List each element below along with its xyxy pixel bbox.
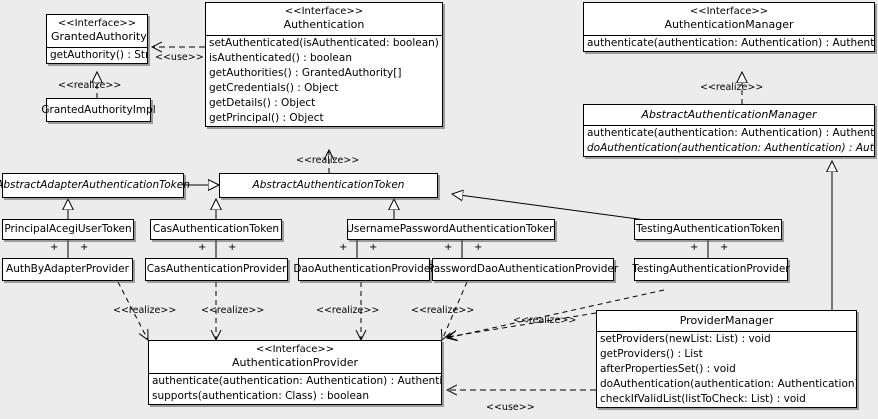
class-authentication[interactable]: <<Interface>> Authentication setAuthenti… (205, 2, 443, 127)
class-name-label: PrincipalAcegiUserToken (4, 223, 132, 235)
association-multiplicity-marker: + (50, 242, 59, 253)
class-dao-authentication-provider[interactable]: DaoAuthenticationProvider (293, 258, 435, 281)
class-name-label: AbstractAuthenticationManager (641, 108, 817, 121)
link-testingauthenticationtoken-extends-abstracttoken (452, 194, 661, 223)
class-name-label: GrantedAuthority (51, 30, 147, 43)
class-name-label: TestingAuthenticationToken (636, 223, 780, 235)
operation-row: getProviders() : List (600, 348, 703, 360)
class-authentication-provider[interactable]: <<Interface>> AuthenticationProvider aut… (148, 340, 442, 405)
class-name-label: GrantedAuthorityImpl (41, 103, 156, 116)
realize-label-testing: <<realize>> (513, 315, 577, 326)
association-multiplicity-marker: + (720, 242, 729, 253)
class-name-label: CasAuthenticationProvider (146, 263, 287, 275)
operation-row: setProviders(newList: List) : void (600, 333, 771, 345)
realize-label-authbyadapter: <<realize>> (113, 305, 177, 316)
association-multiplicity-marker: + (690, 242, 699, 253)
operation-row: getCredentials() : Object (209, 82, 339, 94)
class-abstract-authentication-manager[interactable]: AbstractAuthenticationManager authentica… (583, 104, 875, 157)
class-header: <<Interface>> Authentication (206, 3, 442, 35)
class-name-label: PasswordDaoAuthenticationProvider (427, 263, 619, 275)
class-principal-acegi-user-token[interactable]: PrincipalAcegiUserToken (2, 219, 134, 240)
operation-row: authenticate(authentication: Authenticat… (587, 37, 874, 49)
class-header: <<Interface>> GrantedAuthority (47, 15, 147, 47)
association-multiplicity-marker: + (444, 242, 453, 253)
operation-row: authenticate(authentication: Authenticat… (152, 375, 441, 387)
class-cas-authentication-token[interactable]: CasAuthenticationToken (150, 219, 282, 240)
realize-label-abstractauthenticationtoken: <<realize>> (296, 155, 360, 166)
class-cas-authentication-provider[interactable]: CasAuthenticationProvider (145, 258, 288, 281)
stereotype-label: <<Interface>> (255, 344, 335, 355)
class-name-label: DaoAuthenticationProvider (293, 263, 435, 275)
class-abstract-adapter-authentication-token[interactable]: AbstractAdapterAuthenticationToken (0, 173, 190, 198)
operation-row: isAuthenticated() : boolean (209, 52, 352, 64)
use-label-providermanager: <<use>> (486, 402, 535, 413)
class-granted-authority-impl[interactable]: GrantedAuthorityImpl (41, 98, 156, 122)
class-username-password-authentication-token[interactable]: UsernamePasswordAuthenticationToken (346, 219, 556, 240)
class-header: <<Interface>> AuthenticationManager (584, 3, 874, 35)
realize-label-grantedauthorityimpl: <<realize>> (58, 80, 122, 91)
class-header: AbstractAuthenticationManager (584, 105, 874, 125)
stereotype-label: <<Interface>> (689, 6, 769, 17)
operation-row: getAuthorities() : GrantedAuthority[] (209, 67, 402, 79)
class-name-label: AuthByAdapterProvider (6, 263, 129, 275)
operations-compartment: setProviders(newList: List) : void getPr… (597, 331, 856, 407)
class-testing-authentication-token[interactable]: TestingAuthenticationToken (634, 219, 782, 240)
operations-compartment: getAuthority() : String (47, 47, 147, 63)
class-name-label: CasAuthenticationToken (152, 223, 280, 235)
class-provider-manager[interactable]: ProviderManager setProviders(newList: Li… (596, 310, 857, 408)
class-name-label: UsernamePasswordAuthenticationToken (346, 223, 556, 235)
class-abstract-authentication-token[interactable]: AbstractAuthenticationToken (219, 173, 438, 198)
operations-compartment: setAuthenticated(isAuthenticated: boolea… (206, 35, 442, 126)
class-testing-authentication-provider[interactable]: TestingAuthenticationProvider (632, 258, 790, 281)
class-name-label: AbstractAdapterAuthenticationToken (0, 179, 190, 191)
stereotype-label: <<Interface>> (57, 18, 137, 29)
association-multiplicity-marker: + (369, 242, 378, 253)
association-multiplicity-marker: + (474, 242, 483, 253)
operation-row: supports(authentication: Class) : boolea… (152, 390, 369, 402)
realize-label-cas: <<realize>> (201, 305, 265, 316)
operation-row: authenticate(authentication: Authenticat… (587, 127, 874, 139)
class-name-label: AuthenticationProvider (231, 356, 359, 369)
operation-row: getPrincipal() : Object (209, 112, 324, 124)
class-authentication-manager[interactable]: <<Interface>> AuthenticationManager auth… (583, 2, 875, 52)
operation-row: checkIfValidList(listToCheck: List) : vo… (600, 393, 806, 405)
operation-row: getDetails() : Object (209, 97, 316, 109)
association-multiplicity-marker: + (228, 242, 237, 253)
association-multiplicity-marker: + (339, 242, 348, 253)
operations-compartment: authenticate(authentication: Authenticat… (584, 35, 874, 51)
class-header: <<Interface>> AuthenticationProvider (149, 341, 441, 373)
operations-compartment: authenticate(authentication: Authenticat… (149, 373, 441, 404)
class-name-label: Authentication (283, 18, 365, 31)
class-name-label: AbstractAuthenticationToken (252, 179, 405, 191)
realize-label-passworddao: <<realize>> (411, 305, 475, 316)
class-name-label: ProviderManager (679, 314, 774, 327)
operation-row: doAuthentication(authentication: Authent… (600, 378, 856, 390)
use-label-authentication-grantedauthority: <<use>> (155, 52, 204, 63)
class-name-label: AuthenticationManager (664, 18, 794, 31)
realize-label-abstractauthenticationmanager: <<realize>> (700, 82, 764, 93)
operation-row: afterPropertiesSet() : void (600, 363, 736, 375)
class-header: ProviderManager (597, 311, 856, 331)
class-auth-by-adapter-provider[interactable]: AuthByAdapterProvider (2, 258, 133, 281)
realize-label-dao: <<realize>> (316, 305, 380, 316)
association-multiplicity-marker: + (80, 242, 89, 253)
class-password-dao-authentication-provider[interactable]: PasswordDaoAuthenticationProvider (428, 258, 618, 281)
operation-row: setAuthenticated(isAuthenticated: boolea… (209, 37, 442, 49)
operation-row: getAuthority() : String (50, 49, 147, 61)
operations-compartment: authenticate(authentication: Authenticat… (584, 125, 874, 156)
stereotype-label: <<Interface>> (284, 6, 364, 17)
class-name-label: TestingAuthenticationProvider (632, 263, 790, 275)
operation-row: doAuthentication(authentication: Authent… (587, 142, 874, 154)
class-granted-authority[interactable]: <<Interface>> GrantedAuthority getAuthor… (46, 14, 148, 64)
association-multiplicity-marker: + (198, 242, 207, 253)
